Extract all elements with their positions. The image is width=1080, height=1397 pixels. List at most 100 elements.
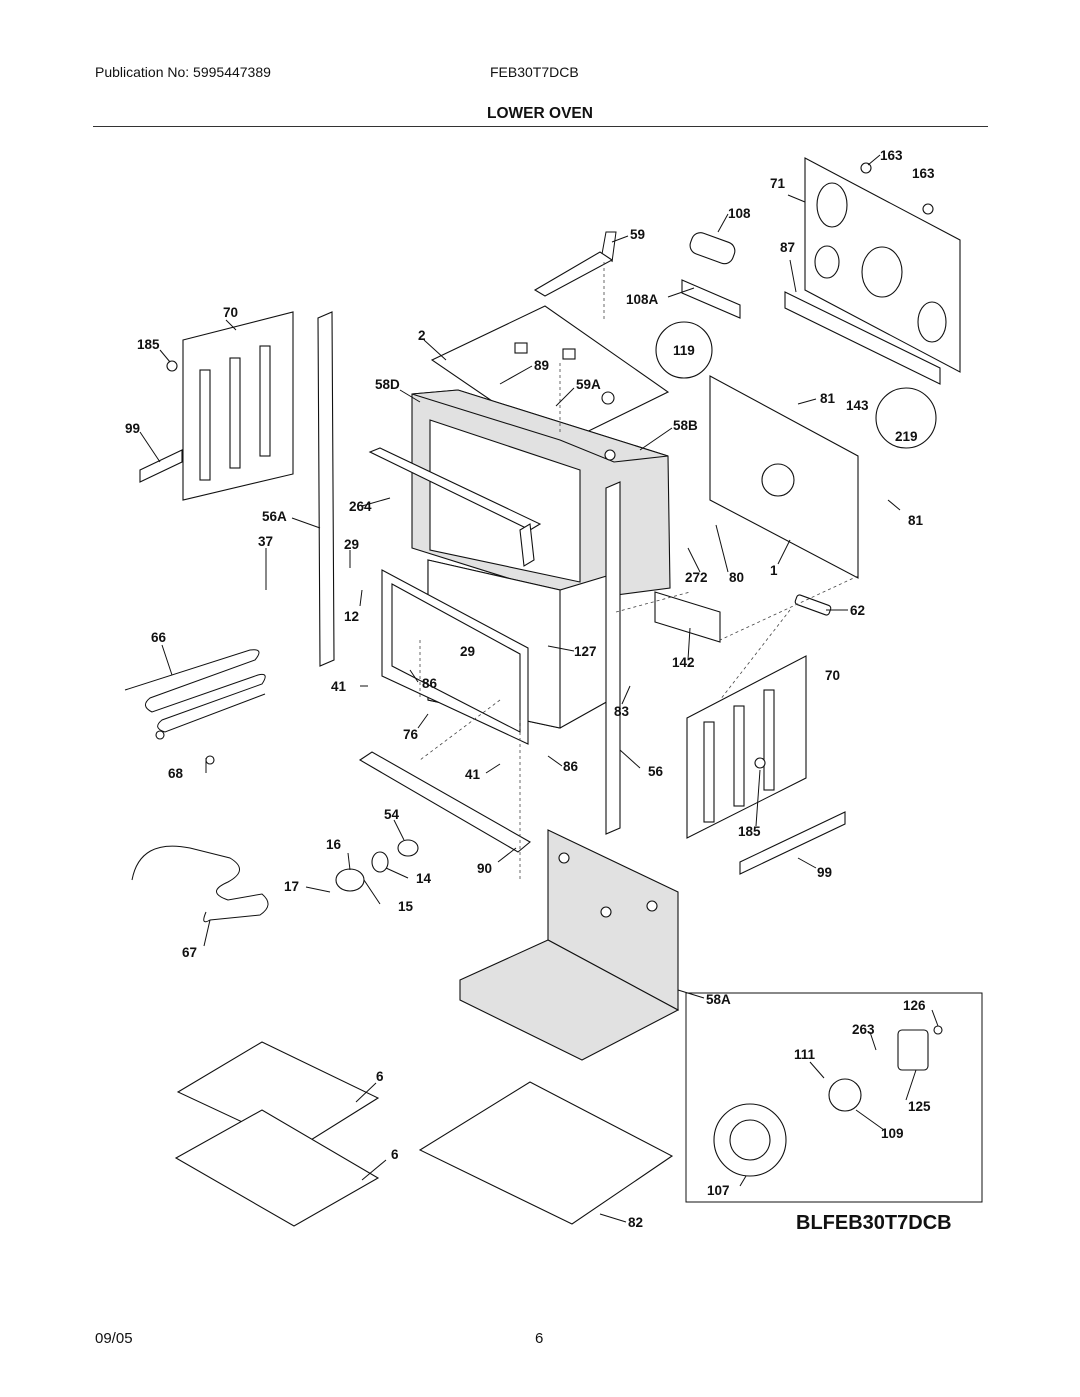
callout: 58D [375, 377, 400, 392]
callout: 125 [908, 1099, 931, 1114]
callout: 58B [673, 418, 698, 433]
callout: 6 [391, 1147, 399, 1162]
callout: 56 [648, 764, 664, 779]
rail-56A [317, 311, 335, 667]
liner-58A [459, 829, 680, 1061]
callout: 6 [376, 1069, 384, 1084]
callout: 108 [728, 206, 751, 221]
blower-108 [689, 232, 736, 265]
callout: 89 [534, 358, 549, 373]
connector-62 [794, 594, 832, 616]
callout: 107 [707, 1183, 730, 1198]
callout: 71 [770, 176, 786, 191]
callout: 62 [850, 603, 865, 618]
bracket-87 [784, 291, 941, 385]
callout: 163 [912, 166, 935, 181]
callout: 82 [628, 1215, 643, 1230]
screw-163 [922, 203, 934, 215]
callout: 264 [349, 499, 372, 514]
callout: 86 [563, 759, 579, 774]
rail-99-right [739, 811, 846, 875]
fan-blade-109 [828, 1078, 862, 1112]
bracket-108A [681, 279, 741, 319]
callout: 80 [729, 570, 744, 585]
convection-inset-box [685, 992, 983, 1203]
oven-rack-6 [174, 1109, 380, 1227]
callout: 108A [626, 292, 659, 307]
rail-99 [139, 449, 183, 483]
screw-126 [933, 1025, 943, 1035]
callout: 66 [151, 630, 167, 645]
trim-90 [358, 751, 531, 853]
side-panel-70 [182, 311, 294, 501]
callout: 68 [168, 766, 184, 781]
callout: 56A [262, 509, 287, 524]
callout: 86 [422, 676, 438, 691]
callout: 111 [794, 1047, 816, 1062]
callout: 126 [903, 998, 926, 1013]
callout: 2 [418, 328, 426, 343]
callout: 142 [672, 655, 695, 670]
callout: 59A [576, 377, 601, 392]
callout: 29 [460, 644, 475, 659]
callout: 263 [852, 1022, 875, 1037]
callout: 185 [738, 824, 761, 839]
callout: 16 [326, 837, 342, 852]
callout: 41 [331, 679, 347, 694]
callout: 219 [895, 429, 918, 444]
screw-163 [860, 162, 872, 174]
bottom-tray-82 [418, 1081, 674, 1225]
detail-circle-219 [875, 387, 937, 449]
callout: 37 [258, 534, 273, 549]
callout: 87 [780, 240, 795, 255]
lamp-cover-16 [335, 868, 365, 892]
callout: 185 [137, 337, 160, 352]
socket-54 [397, 839, 419, 857]
callout: 58A [706, 992, 731, 1007]
callout: 127 [574, 644, 597, 659]
callout: 41 [465, 767, 481, 782]
page-number: 6 [535, 1330, 544, 1347]
side-panel-70-right [686, 655, 807, 839]
back-panel-71 [804, 157, 961, 373]
side-panel-1 [709, 375, 859, 579]
vent-duct-59 [533, 231, 617, 297]
rail-56 [605, 481, 621, 835]
bulb-14 [371, 851, 389, 873]
panel-142 [654, 591, 721, 643]
callout: 70 [825, 668, 840, 683]
callout: 12 [344, 609, 359, 624]
callout: 76 [403, 727, 419, 742]
frame-264 [368, 447, 542, 567]
callout: 99 [817, 865, 832, 880]
callout-labels: 163 163 71 108 59 87 108A 2 89 70 185 11… [125, 148, 935, 1230]
callout: 109 [881, 1126, 904, 1141]
callout: 14 [416, 871, 432, 886]
footer-date: 09/05 [95, 1330, 133, 1347]
inset-model-label: BLFEB30T7DCB [796, 1212, 952, 1234]
callout: 67 [182, 945, 197, 960]
callout: 81 [908, 513, 924, 528]
header-rule [93, 126, 988, 127]
leader-lines [139, 154, 939, 1223]
screw-185 [754, 757, 766, 769]
callout: 99 [125, 421, 140, 436]
callout: 29 [344, 537, 359, 552]
callout: 90 [477, 861, 492, 876]
callout: 143 [846, 398, 869, 413]
fan-motor-125 [897, 1029, 929, 1071]
callout: 70 [223, 305, 238, 320]
callout: 1 [770, 563, 778, 578]
broil-element-67 [131, 845, 269, 923]
publication-number: Publication No: 5995447389 [95, 64, 271, 80]
detail-circle-119 [655, 321, 713, 379]
callout: 59 [630, 227, 645, 242]
callout: 83 [614, 704, 630, 719]
screw-68 [155, 730, 165, 740]
screw-185 [166, 360, 178, 372]
model-number: FEB30T7DCB [490, 64, 579, 80]
callout: 272 [685, 570, 708, 585]
bake-element-66 [124, 649, 266, 733]
callout: 163 [880, 148, 903, 163]
callout: 81 [820, 391, 836, 406]
